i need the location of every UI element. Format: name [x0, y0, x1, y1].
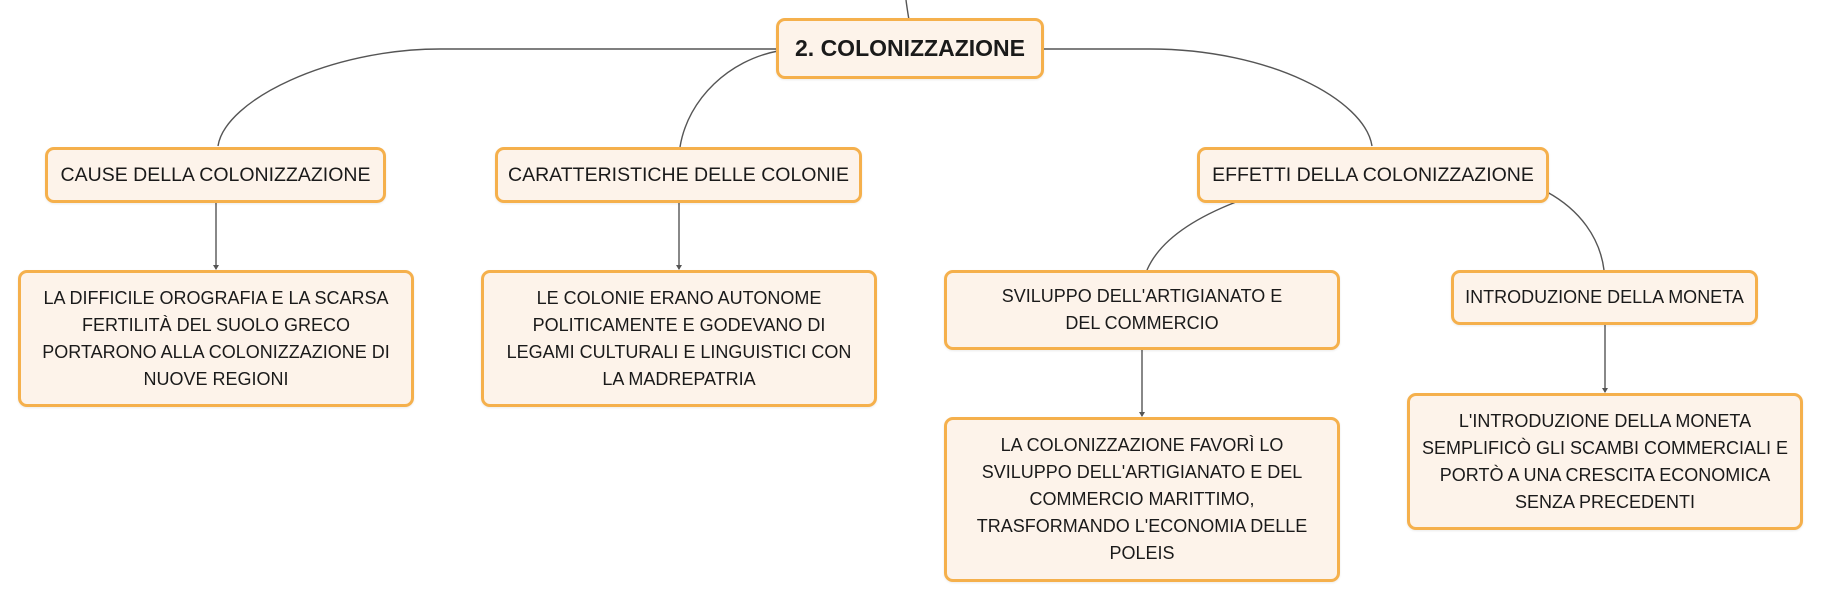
detail-sviluppo[interactable]: LA COLONIZZAZIONE FAVORÌ LO SVILUPPO DEL…	[944, 417, 1340, 582]
detail-cause[interactable]: LA DIFFICILE OROGRAFIA E LA SCARSA FERTI…	[18, 270, 414, 407]
detail-sviluppo-text: LA COLONIZZAZIONE FAVORÌ LO SVILUPPO DEL…	[976, 435, 1308, 563]
connector-incoming-root	[905, 0, 910, 21]
topic-caratteristiche-label: CARATTERISTICHE DELLE COLONIE	[508, 163, 849, 186]
topic-caratteristiche-colonie[interactable]: CARATTERISTICHE DELLE COLONIE	[495, 147, 862, 203]
detail-caratteristiche[interactable]: LE COLONIE ERANO AUTONOME POLITICAMENTE …	[481, 270, 877, 407]
detail-moneta[interactable]: L'INTRODUZIONE DELLA MONETA SEMPLIFICÒ G…	[1407, 393, 1803, 530]
connector-root-to-cause	[217, 48, 778, 147]
subtopic-introduzione-moneta[interactable]: INTRODUZIONE DELLA MONETA	[1451, 270, 1758, 325]
subtopic-sviluppo-artigianato[interactable]: SVILUPPO DELL'ARTIGIANATO E DEL COMMERCI…	[944, 270, 1340, 350]
detail-caratteristiche-text: LE COLONIE ERANO AUTONOME POLITICAMENTE …	[506, 287, 852, 389]
topic-effetti-colonizzazione[interactable]: EFFETTI DELLA COLONIZZAZIONE	[1197, 147, 1549, 203]
connector-root-to-effects	[1044, 48, 1373, 147]
detail-moneta-text: L'INTRODUZIONE DELLA MONETA SEMPLIFICÒ G…	[1421, 410, 1789, 512]
root-node-label: 2. COLONIZZAZIONE	[795, 35, 1025, 61]
subtopic-sviluppo-label: SVILUPPO DELL'ARTIGIANATO E DEL COMMERCI…	[1001, 286, 1283, 333]
topic-cause-colonizzazione[interactable]: CAUSE DELLA COLONIZZAZIONE	[45, 147, 386, 203]
connector-effects-to-sviluppo	[1146, 201, 1237, 271]
detail-cause-text: LA DIFFICILE OROGRAFIA E LA SCARSA FERTI…	[42, 287, 390, 389]
connector-effects-to-moneta	[1546, 191, 1605, 271]
root-node[interactable]: 2. COLONIZZAZIONE	[776, 18, 1044, 79]
subtopic-moneta-label: INTRODUZIONE DELLA MONETA	[1465, 287, 1744, 307]
topic-effetti-label: EFFETTI DELLA COLONIZZAZIONE	[1212, 163, 1534, 186]
topic-cause-label: CAUSE DELLA COLONIZZAZIONE	[60, 163, 371, 186]
connector-root-to-characteristics	[679, 50, 779, 148]
